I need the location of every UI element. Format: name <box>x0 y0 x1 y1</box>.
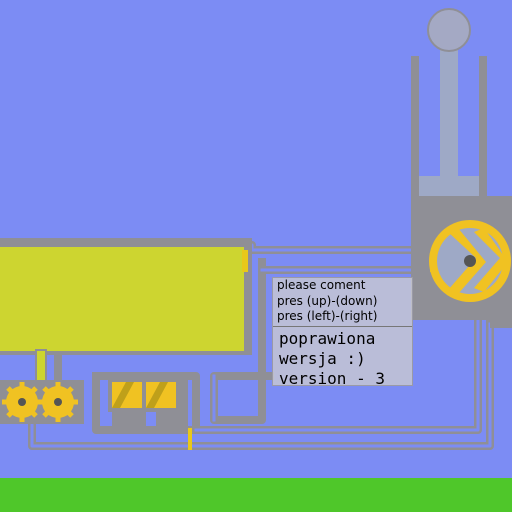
hint-line: pres (left)-(right) <box>277 309 378 323</box>
note-line: poprawiona <box>279 329 376 348</box>
fluid-tank <box>0 238 252 355</box>
hint-line: please coment <box>277 278 366 292</box>
gear-icon <box>38 382 78 422</box>
rotor-icon[interactable] <box>429 220 511 302</box>
gear-icon <box>2 382 42 422</box>
note-line: version - 3 <box>279 369 385 388</box>
valve-block <box>108 378 192 450</box>
info-panel: please coment pres (up)-(down) pres (lef… <box>272 277 413 389</box>
ground <box>0 478 512 512</box>
controls-hint: please coment pres (up)-(down) pres (lef… <box>277 278 411 325</box>
piston-rod <box>440 40 458 176</box>
note-line: wersja :) <box>279 349 366 368</box>
knob-icon[interactable] <box>427 8 471 52</box>
version-note: poprawiona wersja :) version - 3 <box>279 329 385 389</box>
divider <box>273 326 412 327</box>
piston-cylinder <box>411 8 487 200</box>
hint-line: pres (up)-(down) <box>277 293 378 308</box>
gear-pump <box>0 380 84 424</box>
